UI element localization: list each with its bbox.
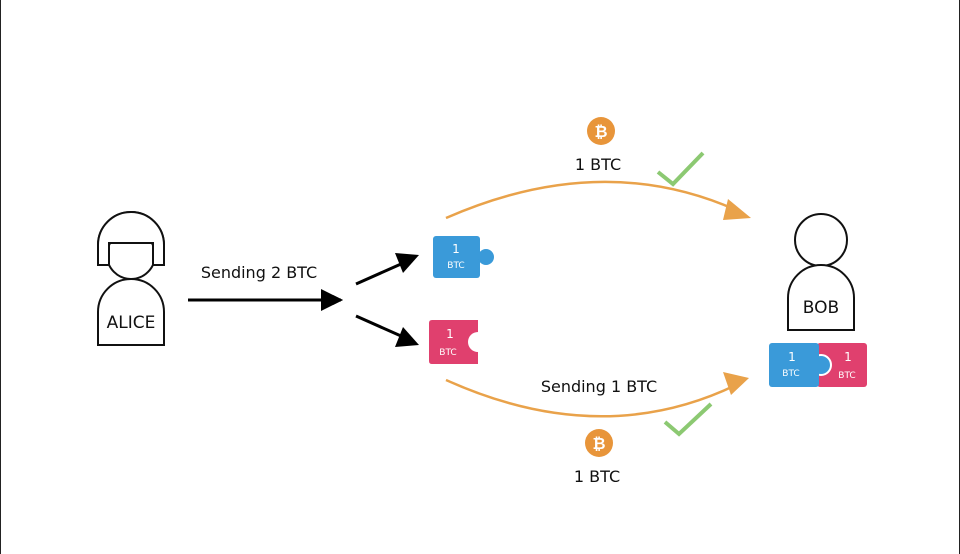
bob-head: [794, 213, 848, 267]
svg-text:1: 1: [844, 350, 852, 364]
split-arrowhead-up: [395, 253, 419, 273]
svg-text:1: 1: [788, 350, 796, 364]
split-arrowhead-down: [395, 327, 419, 347]
bottom-path-label: Sending 1 BTC: [541, 377, 657, 396]
top-arrowhead: [723, 199, 751, 220]
combined-puzzle: 1 BTC 1 BTC: [769, 343, 867, 387]
svg-text:BTC: BTC: [439, 348, 456, 358]
svg-text:1: 1: [452, 242, 460, 256]
bob-label: BOB: [803, 298, 839, 318]
svg-text:₿: ₿: [592, 434, 605, 453]
svg-text:BTC: BTC: [447, 261, 464, 271]
top-amount-label: 1 BTC: [575, 155, 621, 174]
check-icon: [663, 402, 713, 437]
bitcoin-icon: ₿: [585, 429, 613, 457]
check-icon: [656, 151, 705, 187]
main-arrow-label: Sending 2 BTC: [201, 263, 317, 282]
bitcoin-icon: ₿: [587, 117, 615, 145]
svg-text:BTC: BTC: [782, 369, 799, 379]
split-arrow-down: [355, 314, 402, 338]
svg-text:₿: ₿: [594, 122, 607, 141]
bottom-amount-label: 1 BTC: [574, 467, 620, 486]
bottom-arrowhead: [723, 372, 749, 395]
svg-text:1: 1: [446, 327, 454, 341]
bottom-curved-arrow: [445, 378, 737, 418]
alice-figure: [97, 211, 165, 346]
main-arrowhead: [321, 289, 343, 311]
split-arrow-up: [355, 262, 402, 286]
bob-body: [787, 264, 855, 331]
top-curved-arrow: [445, 180, 737, 220]
alice-label: ALICE: [107, 313, 156, 333]
alice-body: [97, 278, 165, 346]
pink-puzzle-piece: 1 BTC: [429, 320, 478, 364]
bob-figure: [787, 213, 855, 331]
svg-text:BTC: BTC: [838, 371, 855, 381]
blue-puzzle-piece: 1 BTC: [433, 236, 494, 278]
